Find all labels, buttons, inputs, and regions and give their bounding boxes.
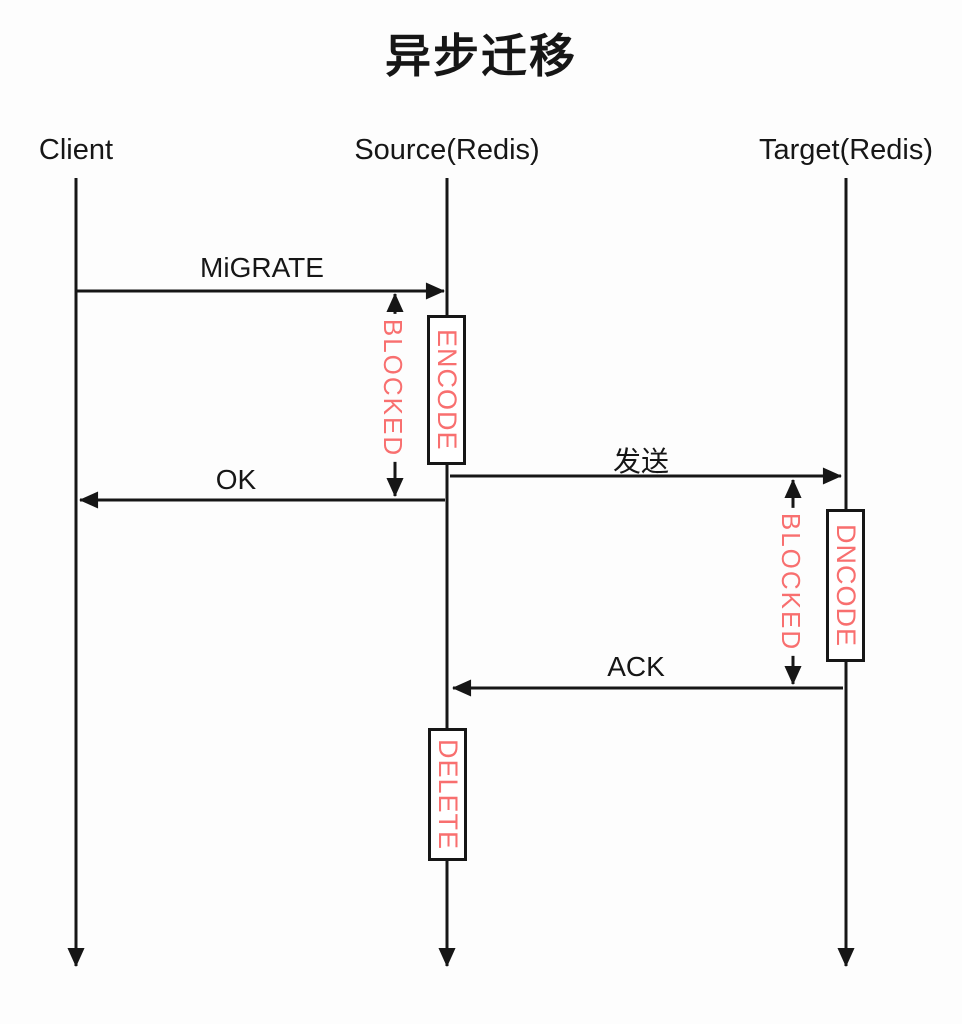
blocked-label-source: BLOCKED: [378, 313, 408, 463]
activation-label-encode: ENCODE: [432, 329, 462, 451]
blocked-label-target: BLOCKED: [776, 507, 806, 657]
activation-box-encode: ENCODE: [427, 315, 466, 465]
activation-label-delete: DELETE: [433, 738, 463, 851]
lifeline-label-source: Source(Redis): [354, 134, 540, 166]
activation-box-delete: DELETE: [428, 728, 467, 861]
message-label-ack: ACK: [607, 651, 665, 682]
lifeline-label-client: Client: [38, 134, 114, 166]
message-label-ok: OK: [215, 464, 257, 495]
diagram-title: 异步迁移: [385, 30, 577, 82]
activation-box-dncode: DNCODE: [826, 509, 865, 662]
lifeline-label-target: Target(Redis): [758, 134, 934, 166]
message-label-send: 发送: [612, 446, 670, 477]
activation-label-dncode: DNCODE: [831, 523, 861, 647]
message-label-migrate: MiGRATE: [200, 252, 324, 283]
